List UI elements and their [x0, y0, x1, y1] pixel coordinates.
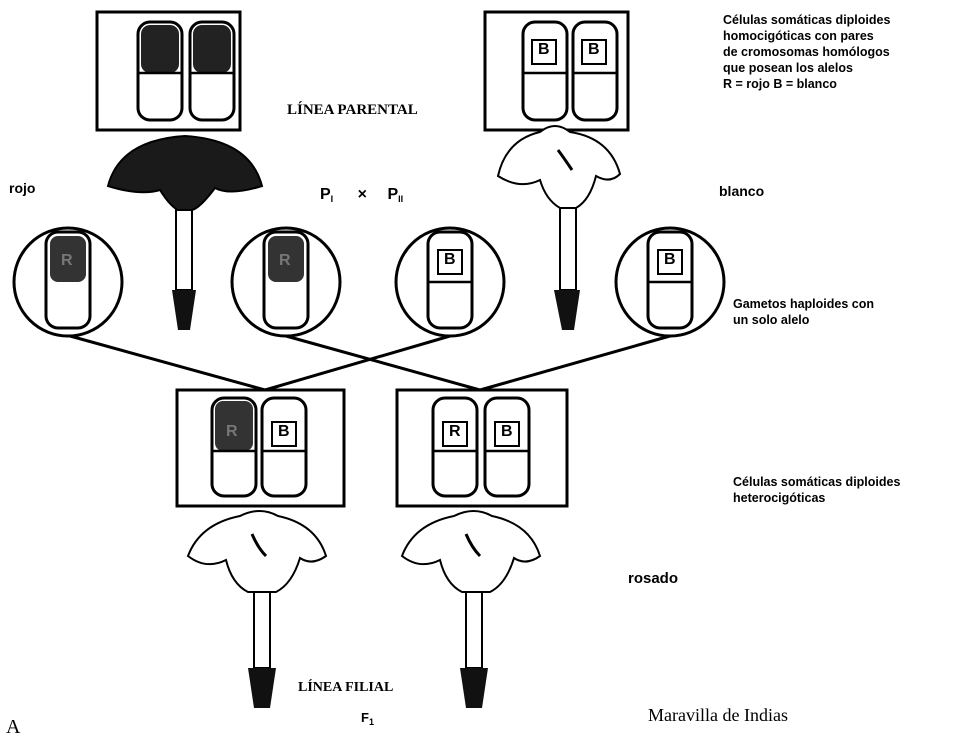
allele-gamete-red-1: R	[61, 252, 73, 269]
cross-label: PI × PII	[320, 186, 403, 204]
note-line: homocigóticas con pares	[723, 29, 874, 43]
red-label: rojo	[9, 180, 36, 196]
note-line: R = rojo B = blanco	[723, 77, 837, 91]
p1-label: P	[320, 186, 331, 203]
allele-offspring-left-1: R	[226, 423, 238, 440]
note-line: Gametos haploides con	[733, 297, 875, 311]
note-line: Células somáticas diploides	[733, 475, 901, 489]
note-gametes: Gametos haploides con un solo alelo	[733, 296, 874, 328]
allele-gamete-white-2: B	[664, 251, 676, 268]
note-line: heterocigóticas	[733, 491, 826, 505]
white-flower	[496, 125, 622, 330]
note-line: un solo alelo	[733, 313, 810, 327]
offspring-cell-left	[175, 388, 346, 508]
allele-white-parent-left: B	[538, 41, 550, 58]
pink-label: rosado	[628, 570, 679, 587]
note-somatic-heterozygous: Células somáticas diploides heterocigóti…	[733, 474, 900, 506]
allele-offspring-right-1: R	[449, 423, 461, 440]
allele-offspring-right-2: B	[501, 423, 513, 440]
note-line: Células somáticas diploides	[723, 13, 891, 27]
gamete-white-2	[614, 226, 726, 338]
filial-line-label: LÍNEA FILIAL	[298, 680, 394, 695]
note-somatic-homozygous: Células somáticas diploides homocigótica…	[723, 12, 890, 92]
f1-subscript: 1	[368, 717, 374, 727]
f1-letter: F	[361, 710, 369, 725]
note-line: de cromosomas homólogos	[723, 45, 890, 59]
parental-cell-white	[483, 10, 630, 132]
offspring-cell-right	[395, 388, 569, 508]
cross-symbol: ×	[357, 186, 367, 203]
parental-cell-red	[95, 10, 242, 132]
allele-offspring-left-2: B	[278, 423, 290, 440]
species-caption: Maravilla de Indias	[648, 705, 788, 725]
red-flower	[106, 134, 264, 330]
gamete-white-1	[394, 226, 506, 338]
gamete-red-2	[230, 226, 342, 338]
gamete-red-1	[12, 226, 124, 338]
allele-gamete-red-2: R	[279, 252, 291, 269]
pink-flower-left	[186, 510, 328, 708]
note-line: que posean los alelos	[723, 61, 853, 75]
p2-label: P	[387, 186, 399, 203]
allele-white-parent-right: B	[588, 41, 600, 58]
p2-subscript: II	[398, 194, 404, 204]
allele-gamete-white-1: B	[444, 251, 456, 268]
cut-off-text: A	[6, 716, 21, 738]
p1-subscript: I	[330, 194, 334, 204]
f1-label: F1	[361, 710, 374, 727]
parental-line-label: LÍNEA PARENTAL	[287, 102, 418, 118]
white-label: blanco	[719, 183, 765, 199]
pink-flower-right	[400, 510, 542, 708]
cross-lines	[69, 334, 671, 392]
